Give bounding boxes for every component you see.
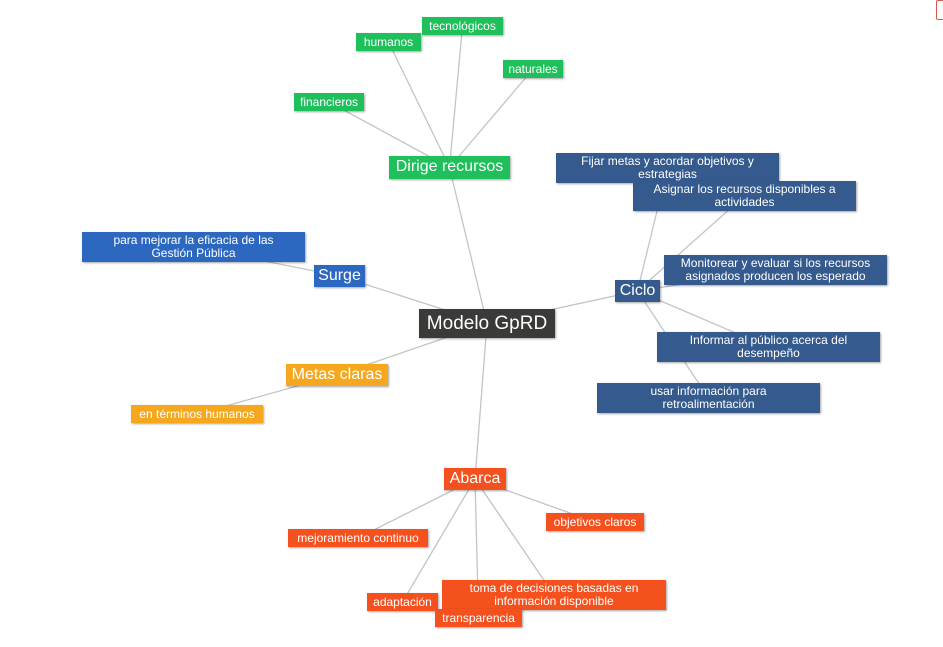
leaf-objetivos-claros[interactable]: objetivos claros bbox=[546, 513, 644, 531]
leaf-adaptacion[interactable]: adaptación bbox=[367, 593, 438, 611]
branch-metas-claras[interactable]: Metas claras bbox=[286, 364, 388, 386]
leaf-humanos[interactable]: humanos bbox=[356, 33, 421, 51]
leaf-financieros[interactable]: financieros bbox=[294, 93, 364, 111]
leaf-informar[interactable]: Informar al público acerca del desempeño bbox=[657, 332, 880, 362]
connector-branch-abarca-to-leaf-toma-decisiones bbox=[474, 478, 555, 596]
connector-branch-abarca-to-leaf-adaptacion bbox=[401, 478, 476, 603]
connector-branch-dirige-recursos-to-leaf-humanos bbox=[387, 41, 451, 168]
leaf-tecnologicos[interactable]: tecnológicos bbox=[422, 17, 503, 35]
connector-root-node-to-branch-abarca bbox=[474, 323, 488, 480]
leaf-mejorar-eficacia[interactable]: para mejorar la eficacia de las Gestión … bbox=[82, 232, 305, 262]
branch-abarca[interactable]: Abarca bbox=[444, 468, 506, 490]
leaf-fijar-metas[interactable]: Fijar metas y acordar objetivos y estrat… bbox=[556, 153, 779, 183]
root-node[interactable]: Modelo GpRD bbox=[419, 309, 555, 338]
branch-dirige-recursos[interactable]: Dirige recursos bbox=[389, 156, 510, 179]
leaf-monitorear[interactable]: Monitorear y evaluar si los recursos asi… bbox=[664, 255, 887, 285]
connector-branch-ciclo-to-leaf-asignar-recursos bbox=[637, 195, 745, 292]
branch-ciclo[interactable]: Ciclo bbox=[615, 280, 660, 302]
branch-surge[interactable]: Surge bbox=[314, 265, 365, 287]
leaf-transparencia[interactable]: transparencia bbox=[435, 609, 522, 627]
connector-branch-dirige-recursos-to-leaf-tecnologicos bbox=[448, 25, 464, 168]
leaf-mejoramiento-continuo[interactable]: mejoramiento continuo bbox=[288, 529, 428, 547]
leaf-usar-informacion[interactable]: usar información para retroalimentación bbox=[597, 383, 820, 413]
connector-branch-dirige-recursos-to-leaf-naturales bbox=[449, 68, 534, 168]
leaf-asignar-recursos[interactable]: Asignar los recursos disponibles a activ… bbox=[633, 181, 856, 211]
corner-indicator bbox=[936, 0, 943, 20]
leaf-naturales[interactable]: naturales bbox=[503, 60, 563, 78]
leaf-toma-decisiones[interactable]: toma de decisiones basadas en informació… bbox=[442, 580, 666, 610]
connector-root-node-to-branch-dirige-recursos bbox=[448, 167, 488, 324]
leaf-terminos-humanos[interactable]: en términos humanos bbox=[131, 405, 263, 423]
